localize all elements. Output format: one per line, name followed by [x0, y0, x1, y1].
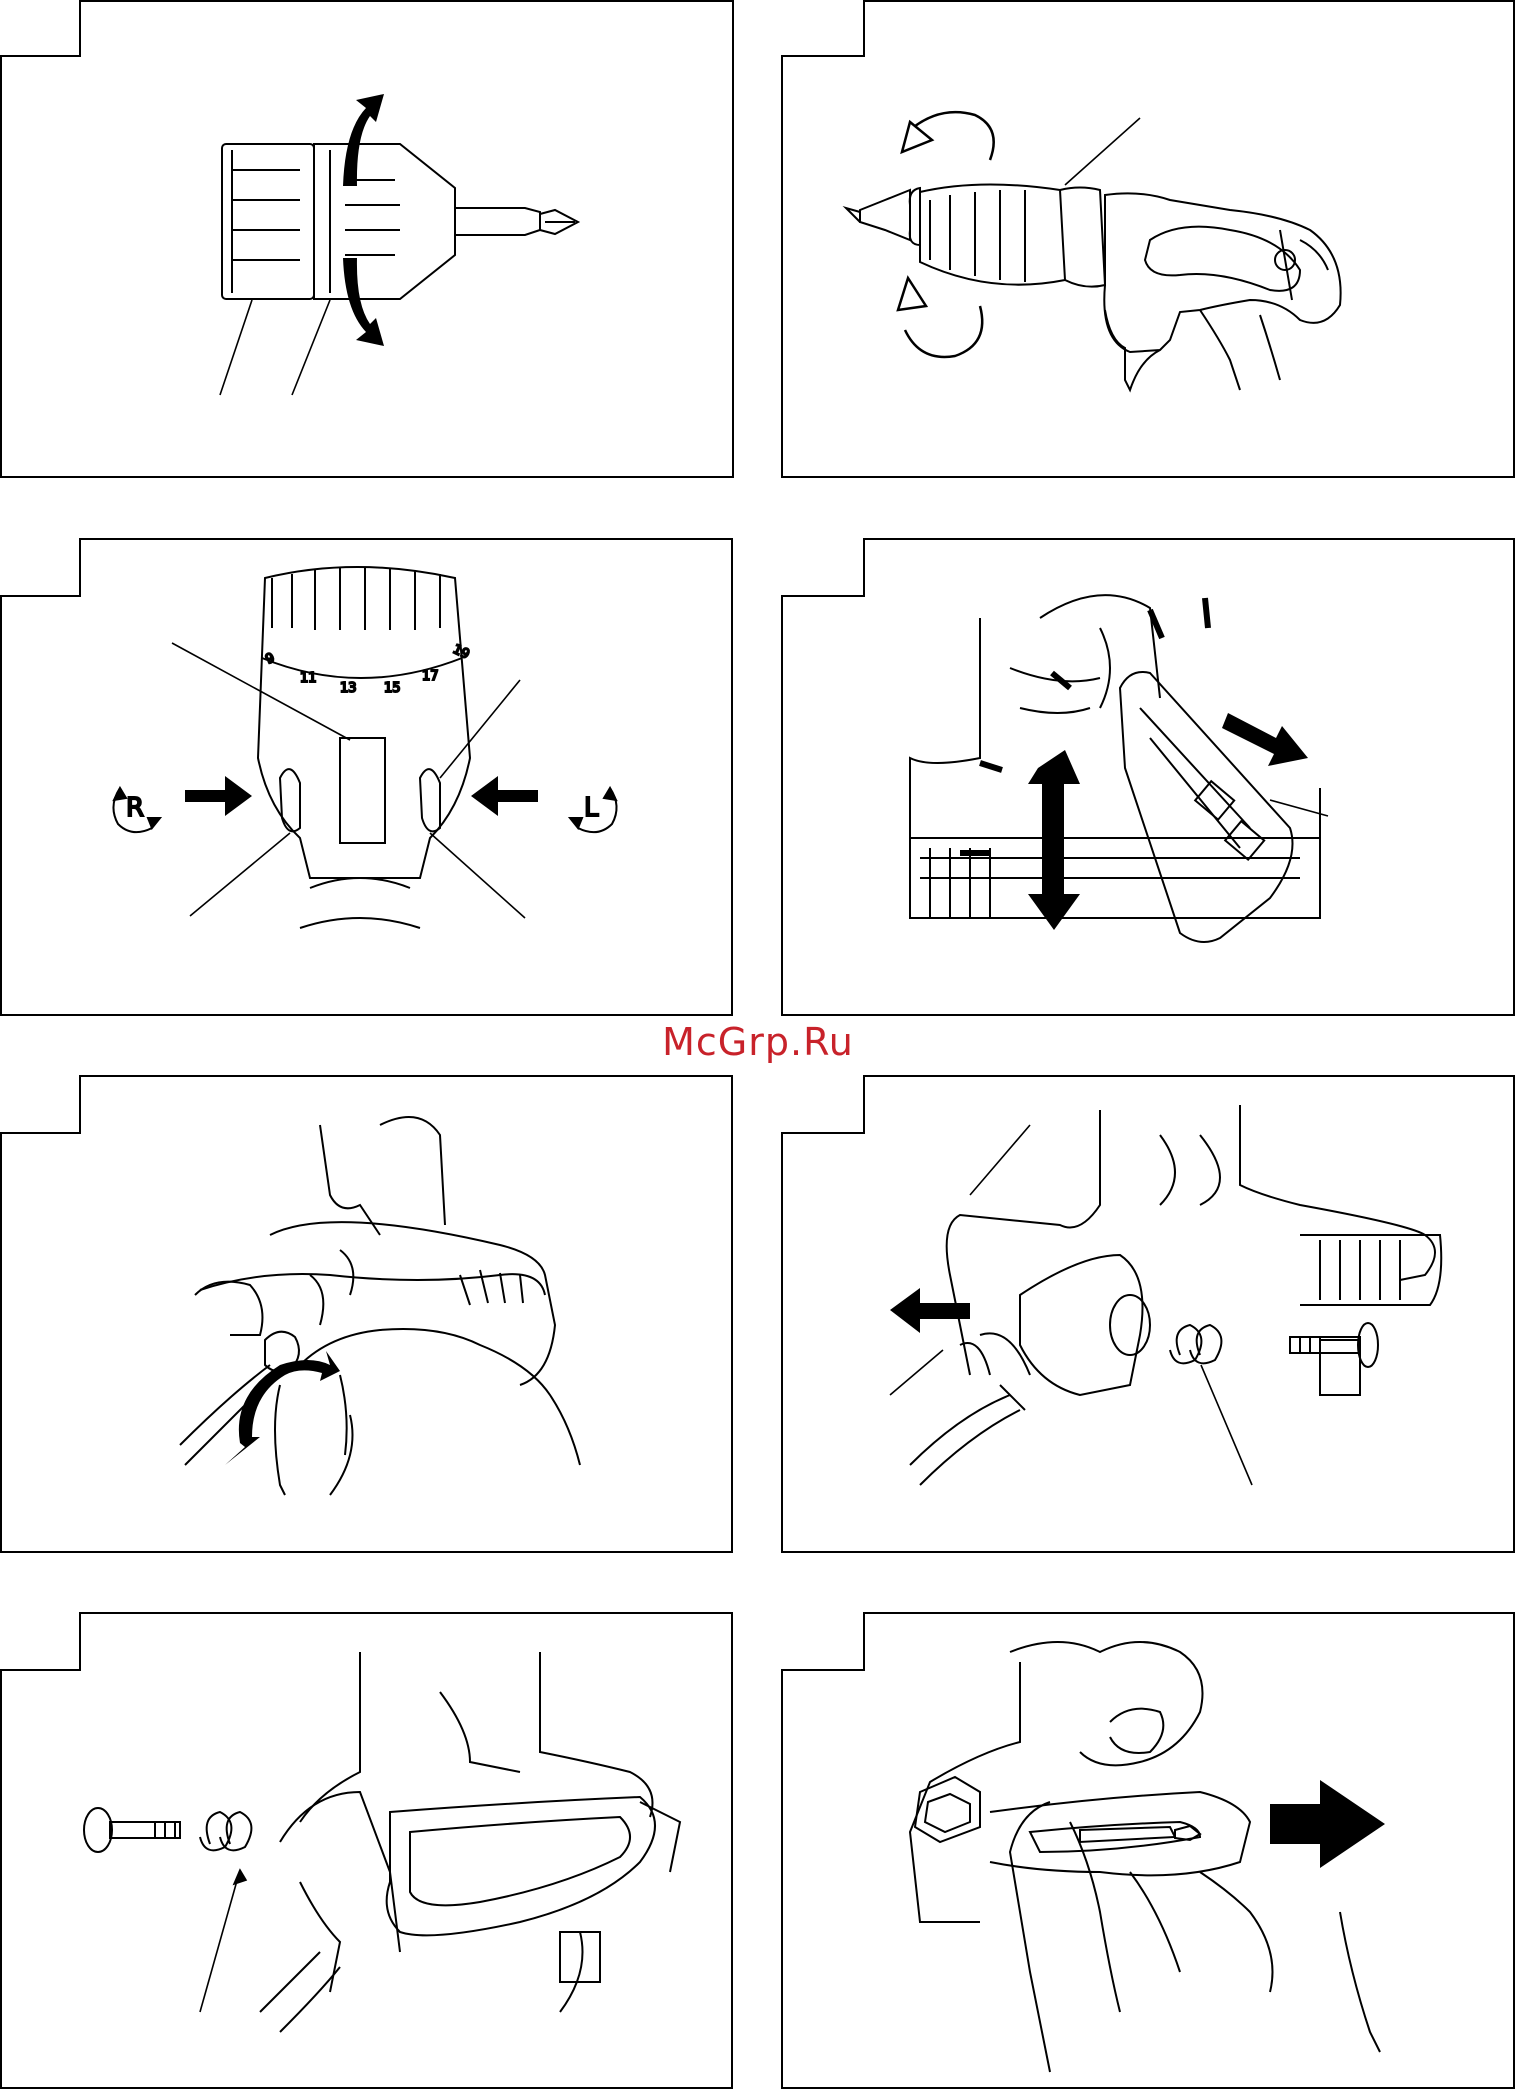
forward-label: L — [584, 793, 599, 823]
panel-frame — [1, 1, 733, 477]
callout-leader-line — [200, 1870, 246, 2012]
push-arrows — [185, 776, 538, 816]
dial-number-9: 9 — [263, 651, 277, 668]
sleeve-rotation-arrows — [343, 94, 384, 346]
figure-panel-8-bit-holder — [780, 1612, 1516, 2091]
panel-frame — [782, 1, 1514, 477]
dial-number-11: 11 — [300, 671, 317, 686]
pull-right-arrow — [1270, 1780, 1385, 1868]
screw-illustration — [1290, 1323, 1378, 1367]
figure-panel-3-reversing-switch: 9 11 13 15 17 19 R L — [0, 538, 735, 1018]
drill-illustration — [846, 184, 1341, 390]
dial-number-15: 15 — [384, 681, 401, 696]
figure-panel-7-hook-install — [0, 1612, 735, 2091]
spring-illustration — [1170, 1325, 1221, 1363]
tool-underside-illustration — [195, 1117, 555, 1385]
reverse-label: R — [126, 793, 144, 823]
hand-illustration — [275, 1329, 580, 1495]
callout-leader-lines — [220, 300, 330, 395]
tool-base-illustration — [947, 1105, 1442, 1395]
tool-base-illustration — [910, 595, 1320, 918]
panel-frame — [782, 539, 1514, 1015]
spring-illustration — [200, 1812, 251, 1850]
figure-panel-2-drill-chuck — [780, 0, 1516, 480]
chuck-rotation-arrows — [898, 112, 994, 357]
callout-leader-line — [1065, 118, 1140, 185]
screw-illustration — [84, 1808, 180, 1852]
figure-panel-5-loosen-screw — [0, 1075, 735, 1555]
panel-frame — [1, 1076, 732, 1552]
keyless-chuck-illustration — [222, 144, 578, 299]
dial-number-17: 17 — [422, 669, 439, 684]
watermark-text: McGrp.Ru — [0, 1020, 1516, 1064]
panel-frame — [1, 539, 732, 1015]
dashed-motion-lines — [960, 598, 1208, 853]
tool-illustration — [910, 1662, 1250, 1922]
figure-panel-4-battery — [780, 538, 1516, 1018]
cable — [910, 1385, 1025, 1485]
cable — [260, 1952, 340, 2032]
dial-number-13: 13 — [340, 681, 357, 696]
panel-frame — [1, 1613, 732, 2088]
figure-panel-1-chuck — [0, 0, 735, 480]
panel-frame — [782, 1613, 1514, 2088]
dial-number-19: 19 — [450, 642, 471, 663]
battery-cartridge-illustration — [1120, 672, 1293, 942]
reverse-rotation-symbol: R — [113, 788, 160, 832]
forward-rotation-symbol: L — [570, 788, 617, 832]
drill-rear-view-illustration — [258, 567, 470, 928]
tool-base-illustration — [280, 1652, 680, 2012]
pull-left-arrow — [890, 1288, 970, 1333]
figure-panel-6-hook-removal — [780, 1075, 1516, 1555]
